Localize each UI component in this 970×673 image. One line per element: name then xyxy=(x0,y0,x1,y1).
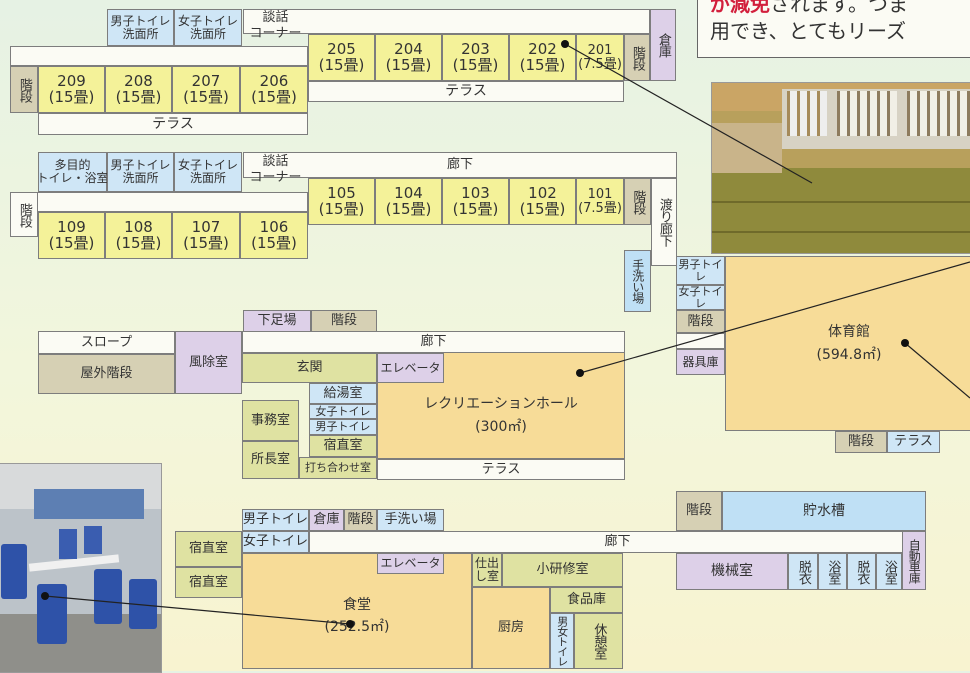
rec-hall-area: (300㎡) xyxy=(475,418,527,435)
dining-hall-name: 食堂 xyxy=(343,596,371,613)
gym-area: (594.8㎡) xyxy=(816,346,882,363)
room-209[interactable]: 209 (15畳) xyxy=(38,66,105,113)
room-201[interactable]: 201 (7.5畳) xyxy=(576,34,624,81)
photo-tatami-room xyxy=(711,82,970,254)
wc-women-ground: 女子トイレ xyxy=(309,404,377,419)
room-207[interactable]: 207 (15畳) xyxy=(172,66,240,113)
dining-hall-area: (252.5㎡) xyxy=(324,619,390,635)
changing-room-2: 脱衣 xyxy=(847,553,876,590)
room-206[interactable]: 206 (15畳) xyxy=(240,66,308,113)
room-103[interactable]: 103 (15畳) xyxy=(442,178,509,225)
outdoor-stairs: 屋外階段 xyxy=(38,354,175,394)
gym-side-corridor xyxy=(676,333,725,349)
callout-emphasis: が減免 xyxy=(710,0,770,16)
pantry: 食品庫 xyxy=(550,587,623,613)
bathroom-2: 浴室 xyxy=(876,553,902,590)
stairs-1f-left: 階段 xyxy=(10,192,38,237)
rest-room: 休憩室 xyxy=(574,613,623,669)
storage-2f: 倉庫 xyxy=(650,9,676,81)
callout-text-1: されます。つま xyxy=(770,0,908,16)
stairs-basement: 階段 xyxy=(344,509,377,531)
gym-name: 体育館 xyxy=(828,324,870,341)
wc-women-1f: 女子トイレ 洗面所 xyxy=(174,152,242,192)
meeting-room: 打ち合わせ室 xyxy=(299,457,377,479)
entrance[interactable]: 玄関 xyxy=(242,353,377,383)
handwash-1f: 手洗い場 xyxy=(624,250,651,312)
elevator-basement: エレベータ xyxy=(377,553,444,574)
gymnasium[interactable]: 体育館 (594.8㎡) xyxy=(725,256,970,431)
gym-terrace: テラス xyxy=(887,431,940,453)
night-duty-room-ground: 宿直室 xyxy=(309,435,377,457)
corridor-2f-top xyxy=(243,9,650,34)
corridor-1f: 廊下 xyxy=(243,152,677,178)
wc-men-2f: 男子トイレ 洗面所 xyxy=(107,9,174,46)
slope: スロープ xyxy=(38,331,175,354)
terrace-ground: テラス xyxy=(377,459,625,480)
gym-stairs: 階段 xyxy=(676,310,725,333)
wc-women-basement: 女子トイレ xyxy=(242,531,309,553)
night-duty-room-2: 宿直室 xyxy=(175,567,242,598)
kitchen: 厨房 xyxy=(472,587,550,669)
corridor-2f-mid xyxy=(10,46,308,66)
room-202[interactable]: 202 (15畳) xyxy=(509,34,576,81)
terrace-2f-right: テラス xyxy=(308,81,624,102)
callout-box: が減免されます。つま 用でき、とてもリーズ xyxy=(697,0,970,58)
room-101[interactable]: 101 (7.5畳) xyxy=(576,178,624,225)
windbreak-room: 風除室 xyxy=(175,331,242,394)
room-208[interactable]: 208 (15畳) xyxy=(105,66,172,113)
office[interactable]: 事務室 xyxy=(242,400,299,441)
wc-men-ground: 男子トイレ xyxy=(309,419,377,435)
room-105[interactable]: 105 (15畳) xyxy=(308,178,375,225)
changing-room-1: 脱衣 xyxy=(788,553,818,590)
room-205[interactable]: 205 (15畳) xyxy=(308,34,375,81)
gym-wc-women: 女子トイレ xyxy=(676,285,725,310)
small-training-room[interactable]: 小研修室 xyxy=(502,553,623,587)
stairs-2f-left: 階段 xyxy=(10,66,38,113)
gym-wc-men: 男子トイレ xyxy=(676,256,725,285)
bathroom-1: 浴室 xyxy=(818,553,847,590)
corridor-basement: 廊下 xyxy=(309,531,926,553)
room-106[interactable]: 106 (15畳) xyxy=(240,212,308,259)
shoe-area: 下足場 xyxy=(243,310,311,332)
stairs-basement-right: 階段 xyxy=(676,491,722,531)
handwash-basement: 手洗い場 xyxy=(377,509,444,531)
lounge-2f: 談話 コーナー xyxy=(249,10,302,41)
elevator-ground-box: エレベータ xyxy=(377,353,444,383)
storage-basement: 倉庫 xyxy=(309,509,344,531)
water-tank: 貯水槽 xyxy=(722,491,926,531)
room-203[interactable]: 203 (15畳) xyxy=(442,34,509,81)
wc-men-basement: 男子トイレ xyxy=(242,509,309,531)
gym-stairs-bottom: 階段 xyxy=(835,431,887,453)
room-104[interactable]: 104 (15畳) xyxy=(375,178,442,225)
catering-room: 仕出 し室 xyxy=(472,553,502,587)
garage: 自動車庫 xyxy=(902,531,926,590)
terrace-2f-left: テラス xyxy=(38,113,308,135)
stairs-2f-right: 階段 xyxy=(624,34,650,81)
lounge-1f: 談話 コーナー xyxy=(249,154,302,185)
corridor-1f-mid xyxy=(10,192,308,212)
room-204[interactable]: 204 (15畳) xyxy=(375,34,442,81)
stairs-ground-top: 階段 xyxy=(311,310,377,332)
kitchenette: 給湯室 xyxy=(309,383,377,404)
photo-dining-hall xyxy=(0,463,162,673)
corridor-ground: 廊下 xyxy=(242,331,625,353)
wc-men-1f: 男子トイレ 洗面所 xyxy=(107,152,174,192)
wc-unisex-basement: 男女トイレ xyxy=(550,613,574,669)
director-room: 所長室 xyxy=(242,441,299,479)
stairs-1f-right: 階段 xyxy=(624,178,651,225)
rec-hall-name: レクリエーションホール xyxy=(424,396,578,413)
room-109[interactable]: 109 (15畳) xyxy=(38,212,105,259)
callout-text-2: 用でき、とてもリーズ xyxy=(710,19,906,43)
multipurpose-toilet-1f: 多目的 トイレ・浴室 xyxy=(37,152,109,192)
room-102[interactable]: 102 (15畳) xyxy=(509,178,576,225)
room-108[interactable]: 108 (15畳) xyxy=(105,212,172,259)
machine-room: 機械室 xyxy=(676,553,788,590)
room-107[interactable]: 107 (15畳) xyxy=(172,212,240,259)
gym-equipment-room: 器具庫 xyxy=(676,349,725,375)
night-duty-room-1: 宿直室 xyxy=(175,531,242,567)
bridge-corridor: 渡り廊下 xyxy=(651,178,677,266)
wc-women-2f: 女子トイレ 洗面所 xyxy=(174,9,242,46)
